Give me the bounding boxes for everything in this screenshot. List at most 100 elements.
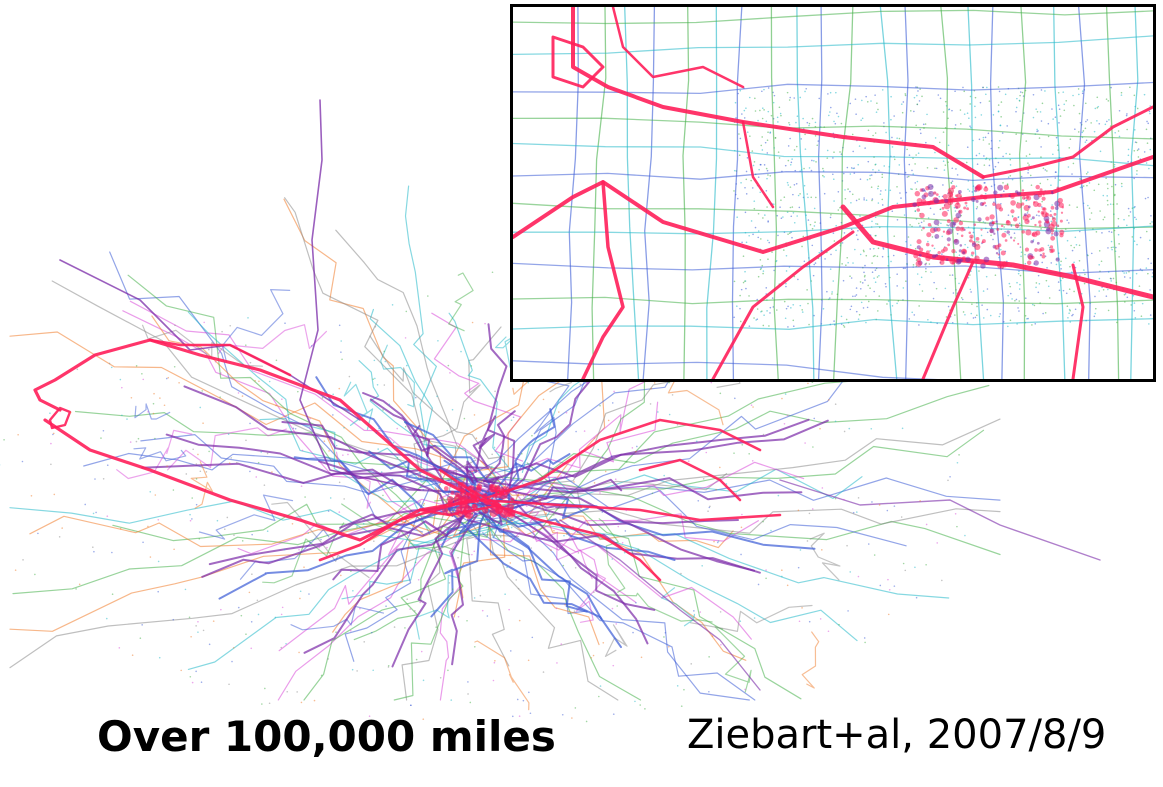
gps-point	[383, 384, 386, 386]
inset-gps-point	[839, 151, 841, 153]
inset-downtown-point	[958, 220, 964, 226]
inset-gps-point	[1145, 230, 1148, 233]
inset-gps-point	[1066, 219, 1068, 222]
inset-gps-point	[785, 285, 787, 288]
inset-gps-point	[1042, 167, 1045, 170]
inset-gps-point	[1007, 294, 1010, 297]
inset-gps-point	[763, 88, 765, 91]
inset-gps-point	[1098, 122, 1101, 125]
gps-point	[382, 409, 384, 411]
inset-street	[513, 296, 1153, 305]
inset-gps-point	[1113, 166, 1116, 168]
gps-point	[249, 422, 251, 425]
inset-gps-point	[975, 207, 978, 210]
inset-downtown-point	[919, 247, 924, 252]
gps-point	[485, 506, 487, 509]
inset-gps-point	[876, 102, 878, 104]
inset-gps-point	[878, 274, 880, 277]
gps-point	[427, 295, 429, 297]
gps-point	[407, 466, 409, 468]
inset-gps-point	[970, 291, 972, 293]
inset-gps-point	[912, 173, 915, 175]
inset-downtown-point	[942, 246, 948, 252]
gps-point	[147, 525, 149, 528]
inset-gps-point	[1047, 135, 1050, 138]
inset-downtown-point	[1037, 210, 1040, 213]
inset-gps-point	[1019, 283, 1021, 286]
gps-point	[680, 572, 682, 575]
inset-gps-point	[1051, 108, 1053, 110]
gps-point	[936, 542, 939, 544]
inset-gps-point	[1025, 199, 1028, 202]
gps-point	[344, 409, 347, 412]
gps-point	[467, 693, 469, 695]
gps-point	[552, 514, 555, 516]
inset-street	[1053, 7, 1066, 379]
gps-point	[446, 509, 448, 511]
sparse-route	[526, 462, 802, 700]
gps-point	[531, 487, 533, 490]
inset-gps-point	[832, 173, 834, 176]
gps-point	[396, 456, 399, 459]
gps-point	[50, 442, 52, 445]
inset-gps-point	[1035, 286, 1037, 289]
inset-downtown-point	[1033, 260, 1039, 266]
medium-route	[303, 493, 472, 654]
inset-gps-point	[902, 101, 905, 103]
inset-gps-point	[813, 314, 815, 317]
gps-point	[914, 566, 916, 569]
gps-point	[590, 532, 593, 535]
inset-gps-point	[829, 297, 831, 299]
inset-downtown-point	[1042, 207, 1047, 211]
inset-gps-point	[1117, 225, 1120, 228]
gps-point	[515, 579, 518, 581]
inset-gps-point	[1106, 195, 1109, 197]
dense-route	[318, 498, 472, 562]
gps-point	[752, 406, 754, 408]
gps-point	[479, 594, 482, 597]
inset-gps-point	[1019, 120, 1022, 122]
gps-point	[197, 620, 199, 623]
inset-gps-point	[845, 318, 848, 321]
inset-gps-point	[1011, 178, 1014, 181]
gps-point	[228, 462, 231, 464]
inset-gps-point	[1029, 174, 1032, 177]
gps-point	[925, 523, 928, 526]
inset-gps-point	[1113, 163, 1116, 166]
inset-gps-point	[982, 139, 985, 141]
inset-downtown-point	[955, 226, 961, 232]
inset-gps-point	[1107, 100, 1110, 102]
inset-gps-point	[786, 181, 789, 184]
gps-point	[719, 392, 722, 395]
inset-gps-point	[1055, 263, 1058, 266]
gps-point	[417, 501, 420, 504]
inset-gps-point	[978, 270, 980, 272]
inset-gps-point	[1057, 281, 1060, 283]
inset-gps-point	[858, 313, 861, 316]
gps-point	[765, 569, 767, 571]
inset-gps-point	[916, 103, 919, 106]
gps-point	[292, 427, 295, 430]
gps-point	[258, 380, 260, 383]
gps-point	[321, 397, 324, 399]
gps-point	[720, 643, 722, 646]
inset-gps-point	[1147, 257, 1150, 260]
inset-gps-point	[1036, 128, 1038, 131]
gps-point	[827, 630, 830, 633]
inset-downtown-point	[915, 260, 922, 267]
inset-downtown-point	[955, 212, 962, 219]
gps-point	[542, 671, 545, 673]
gps-point	[208, 450, 210, 453]
inset-gps-point	[911, 169, 913, 172]
inset-downtown-point	[999, 264, 1005, 269]
inset-gps-point	[762, 272, 764, 275]
inset-gps-point	[917, 152, 920, 155]
gps-point	[489, 474, 492, 477]
inset-gps-point	[861, 282, 864, 284]
inset-gps-point	[1052, 153, 1054, 156]
inset-gps-point	[881, 173, 884, 176]
inset-gps-point	[890, 95, 892, 98]
gps-point	[163, 404, 166, 407]
sparse-route	[9, 500, 498, 544]
inset-gps-point	[1149, 239, 1151, 242]
